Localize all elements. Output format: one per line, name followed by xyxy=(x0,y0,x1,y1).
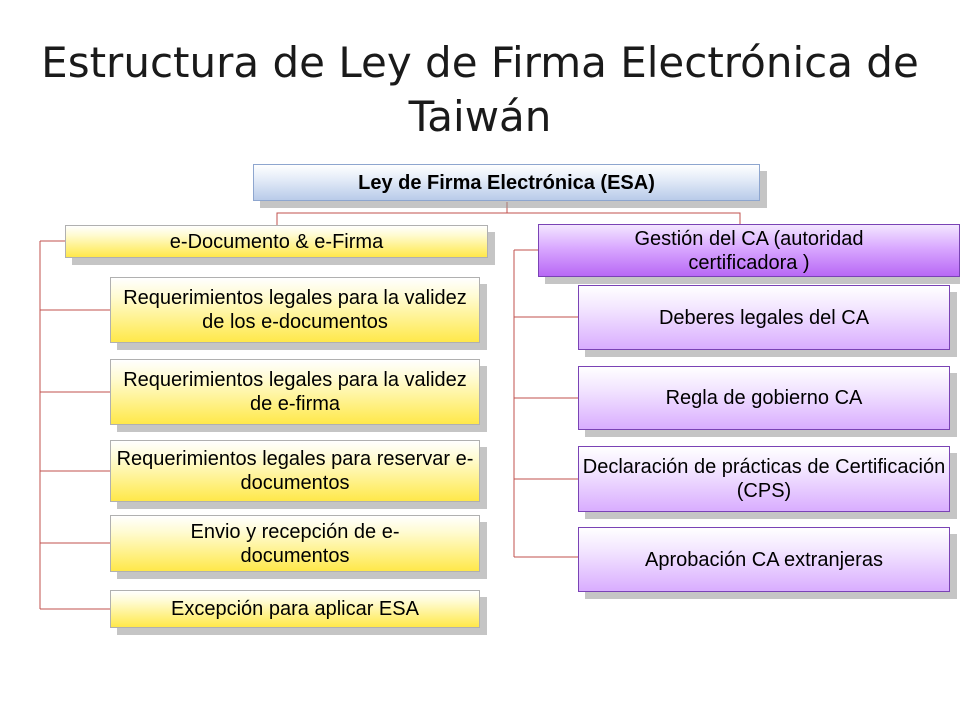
left-item-5: Excepción para aplicar ESA xyxy=(110,590,480,628)
left-item-2: Requerimientos legales para la validez d… xyxy=(110,359,480,425)
right-header-node: Gestión del CA (autoridad certificadora … xyxy=(538,224,960,277)
right-item-2: Regla de gobierno CA xyxy=(578,366,950,430)
left-header-node: e-Documento & e-Firma xyxy=(65,225,488,258)
right-item-3: Declaración de prácticas de Certificació… xyxy=(578,446,950,512)
right-item-1: Deberes legales del CA xyxy=(578,285,950,350)
root-node: Ley de Firma Electrónica (ESA) xyxy=(253,164,760,201)
page-title: Estructura de Ley de Firma Electrónica d… xyxy=(41,38,919,141)
left-item-3: Requerimientos legales para reservar e-d… xyxy=(110,440,480,502)
connector-root-right xyxy=(507,212,741,226)
right-item-4: Aprobación CA extranjeras xyxy=(578,527,950,592)
left-item-4: Envio y recepción de e-documentos xyxy=(110,515,480,572)
connector-root-left xyxy=(276,202,508,228)
left-item-1: Requerimientos legales para la validez d… xyxy=(110,277,480,343)
